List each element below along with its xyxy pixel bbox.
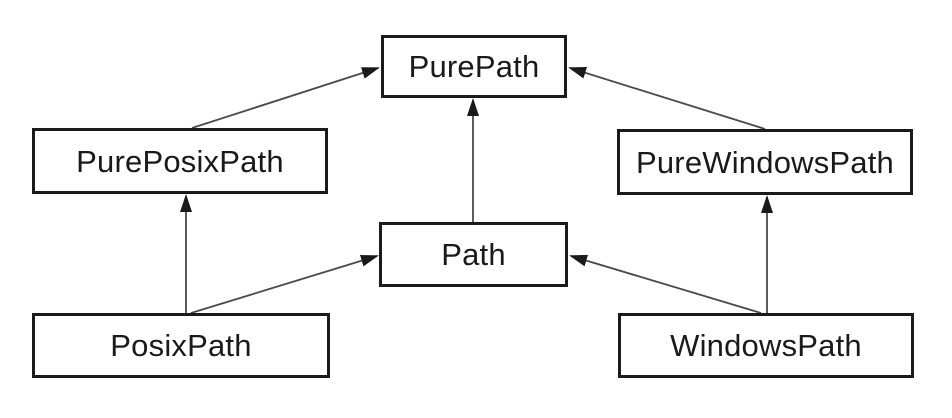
node-path-label: Path — [441, 237, 506, 272]
node-posixpath-label: PosixPath — [110, 328, 252, 363]
node-pureposixpath-label: PurePosixPath — [76, 143, 284, 179]
node-windowspath: WindowsPath — [618, 313, 914, 378]
node-pureposixpath: PurePosixPath — [32, 128, 328, 194]
edge-windowspath-to-path — [569, 254, 762, 314]
node-path: Path — [379, 222, 568, 287]
edge-posixpath-to-path — [190, 254, 379, 314]
node-posixpath: PosixPath — [32, 313, 330, 378]
node-purepath-label: PurePath — [408, 49, 540, 84]
node-windowspath-label: WindowsPath — [670, 328, 862, 363]
node-purepath: PurePath — [381, 35, 567, 98]
node-purewindowspath: PureWindowsPath — [617, 129, 913, 195]
node-purewindowspath-label: PureWindowsPath — [635, 144, 894, 180]
edge-purewindowspath-to-purepath — [568, 67, 766, 130]
edge-pureposixpath-to-purepath — [191, 67, 380, 129]
